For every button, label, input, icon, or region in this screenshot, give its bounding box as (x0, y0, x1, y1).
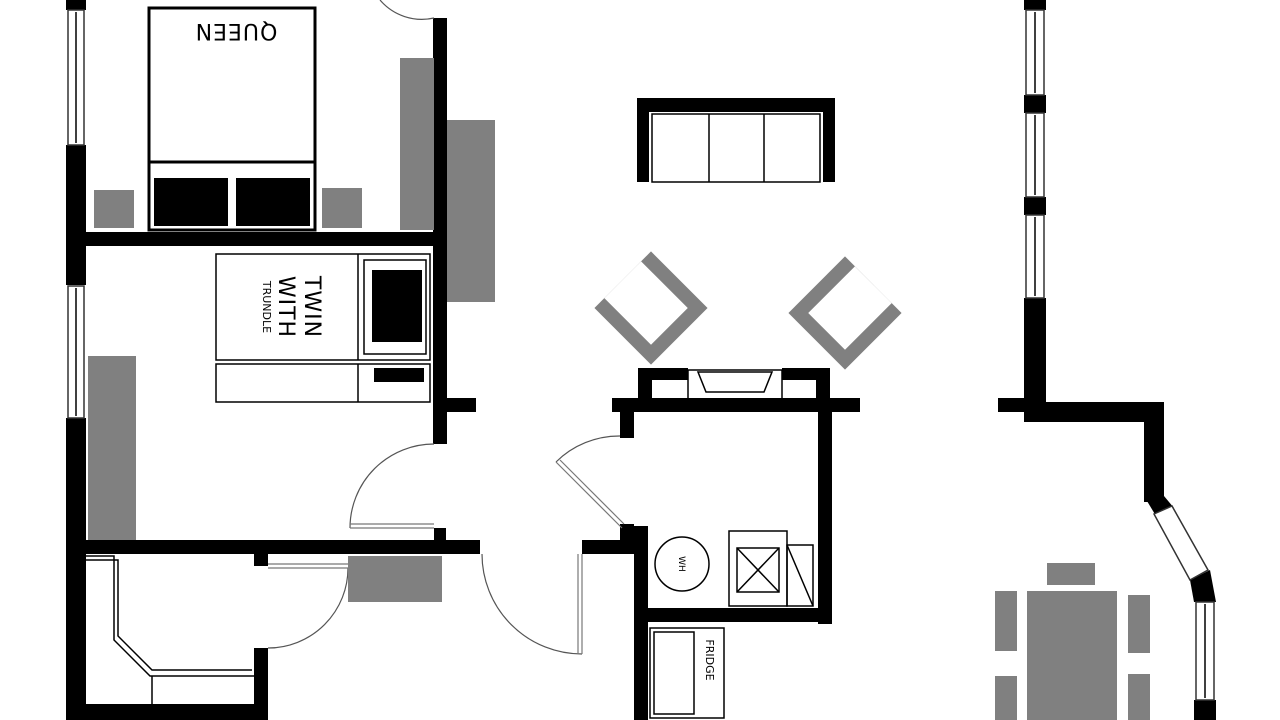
fridge (649, 627, 725, 719)
closet-west-wall (634, 526, 648, 720)
bay-wall-corner (1190, 570, 1216, 602)
dining-chair-left-2 (995, 676, 1017, 720)
dining-north-wall (1024, 402, 1164, 422)
hallway-cabinet (447, 120, 495, 302)
bedroom-divider-wall (66, 232, 446, 246)
right-exterior-mullion-2 (1024, 197, 1046, 215)
door-bedroom1-swing (379, 0, 435, 20)
door-closet-swing (555, 435, 621, 463)
twin-label-line2: WITH (273, 276, 298, 338)
trundle-bed (215, 363, 431, 403)
dining-chair-left-1 (995, 591, 1017, 651)
queen-pillow-right (236, 178, 310, 226)
fireplace-top-left (638, 368, 688, 380)
windows (67, 9, 1215, 701)
queen-label: QUEEN (195, 18, 278, 43)
bathroom-east-wall (254, 648, 268, 720)
right-exterior-wall-top (1024, 0, 1046, 10)
fireplace-wall (612, 398, 860, 412)
fridge-label: FRIDGE (703, 639, 716, 680)
utility-closet: WH FRIDGE (649, 530, 814, 719)
left-exterior-wall-upper (66, 145, 86, 285)
nightstand-left (94, 190, 134, 228)
twin-label-line1: TWIN (299, 275, 324, 338)
bedroom-queen: QUEEN (94, 6, 434, 232)
doors (267, 0, 625, 655)
left-exterior-wall-top (66, 0, 86, 10)
bedroom-twin: TWIN WITH TRUNDLE (88, 253, 431, 540)
dining-chair-right-1 (1128, 595, 1150, 653)
dryer (786, 544, 814, 607)
fireplace (687, 369, 783, 401)
closet-door-jamb (582, 540, 644, 554)
bathroom-south-wall (66, 704, 268, 720)
bedroom2-door-jamb (434, 528, 446, 542)
right-stub-wall (998, 398, 1028, 412)
bay-wall-lower (1194, 700, 1216, 720)
closet-east-wall (818, 404, 832, 624)
sofa-arm-left (637, 98, 649, 182)
left-exterior-wall-lower (66, 418, 86, 720)
living-area (447, 98, 902, 401)
bedroom-east-wall (433, 18, 447, 444)
walls (66, 0, 1216, 720)
dining-chair-top (1047, 563, 1095, 585)
sofa-arm-right (823, 98, 835, 182)
dining-table (1027, 591, 1117, 720)
closet-door-post (620, 524, 634, 554)
right-exterior-wall-lower (1024, 298, 1046, 418)
bedroom2-south-wall (66, 540, 480, 554)
closet-west-stub (620, 404, 634, 438)
door-hall-swing (481, 553, 583, 655)
bathroom-vanity (348, 556, 442, 602)
sofa-back (637, 98, 835, 112)
dining-area (995, 563, 1150, 720)
bathroom-east-jamb (254, 552, 268, 566)
nightstand-right (322, 188, 362, 228)
queen-pillow-left (154, 178, 228, 226)
fireplace-top-right (782, 368, 830, 380)
water-heater (654, 536, 710, 592)
window-bay-diagonal (1152, 505, 1210, 582)
right-exterior-mullion-1 (1024, 95, 1046, 113)
armchair-right (788, 256, 902, 370)
closet-south-wall (636, 608, 832, 622)
bedroom1-dresser (400, 58, 434, 230)
bedroom2-dresser (88, 356, 136, 540)
door-bedroom2-swing (349, 443, 435, 529)
queen-bed (147, 6, 317, 232)
dining-east-wall (1144, 402, 1164, 502)
water-heater-label: WH (676, 556, 686, 572)
twin-pillow (372, 270, 422, 342)
bathroom (86, 555, 442, 704)
sofa-cushions (651, 113, 821, 183)
bedroom-east-stub (440, 398, 476, 412)
twin-label-line3: TRUNDLE (260, 280, 273, 333)
twin-bed (215, 253, 431, 361)
dining-chair-right-2 (1128, 674, 1150, 720)
armchair-left (594, 251, 708, 365)
door-bathroom-swing (267, 567, 349, 649)
bathtub-outline (86, 559, 252, 671)
